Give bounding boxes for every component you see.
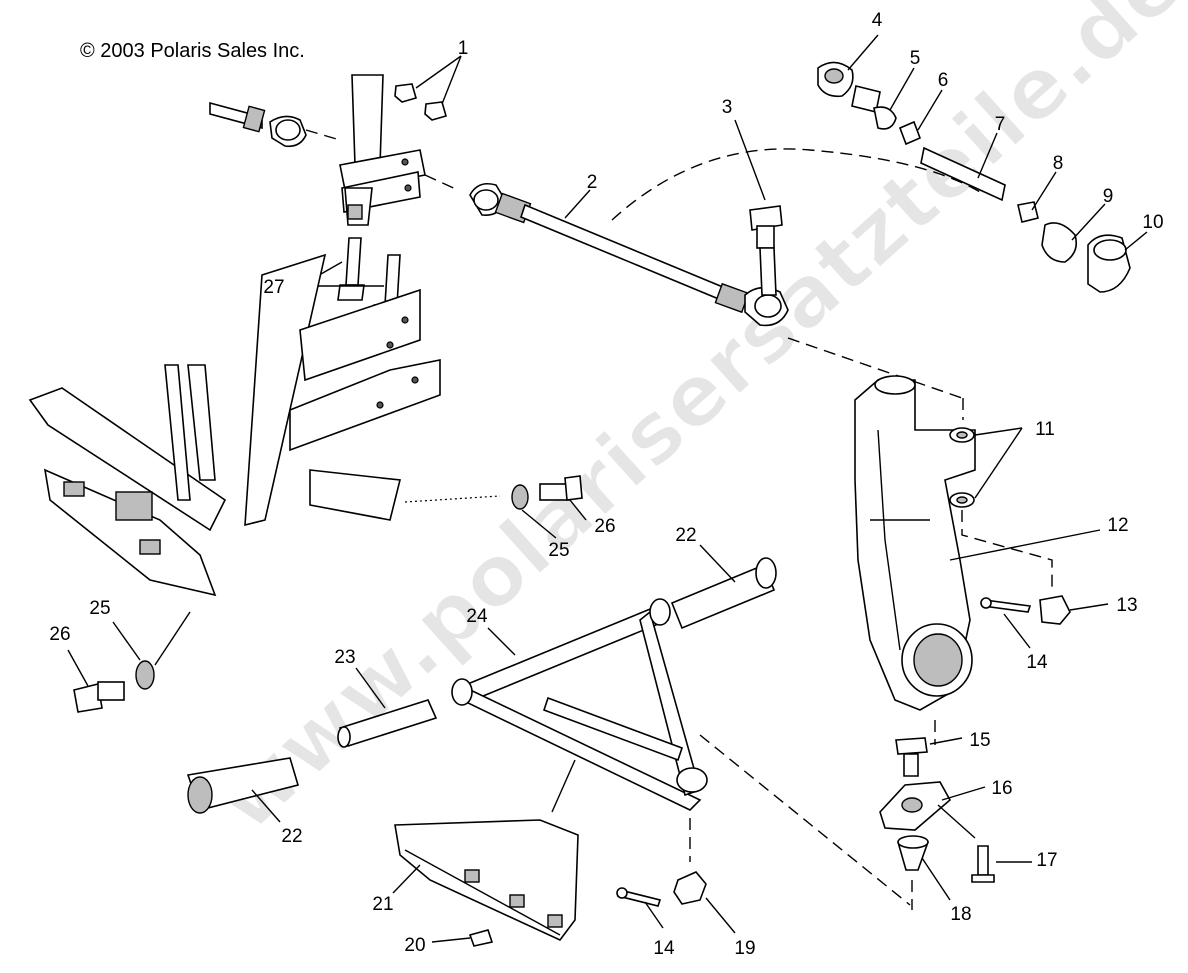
assembly-arc-dashed <box>611 148 986 221</box>
washer-bolt-left-25-26 <box>67 611 191 713</box>
callout-1: 1 <box>458 38 469 59</box>
callout-11: 11 <box>1035 419 1055 440</box>
washer-bolt-center-25-26 <box>511 475 587 539</box>
callout-21: 21 <box>372 894 393 915</box>
callout-10: 10 <box>1142 212 1163 233</box>
tie-rod-end-parts-4-10 <box>817 34 1148 293</box>
callout-25-center: 25 <box>548 540 569 561</box>
pin-part-23 <box>337 667 438 748</box>
tie-rod-assembly-part-2 <box>469 182 789 327</box>
screw-part-20 <box>431 929 494 947</box>
callout-16: 16 <box>991 778 1012 799</box>
bolt-part-15 <box>895 720 963 777</box>
callout-19: 19 <box>734 938 755 959</box>
connector-dashed-tierod <box>787 337 963 399</box>
callout-17: 17 <box>1036 850 1057 871</box>
cotter-nut-upper-13-14 <box>980 595 1109 649</box>
a-arm-part-24 <box>451 598 911 906</box>
guard-plate-part-21 <box>392 759 579 941</box>
callout-3: 3 <box>722 97 733 118</box>
vehicle-frame-section <box>28 253 501 597</box>
callout-23: 23 <box>334 647 355 668</box>
steering-column <box>209 74 459 226</box>
callout-13: 13 <box>1116 595 1137 616</box>
nut-part-1 <box>394 55 462 121</box>
callout-26-left: 26 <box>49 624 70 645</box>
copyright-text: © 2003 Polaris Sales Inc. <box>80 40 305 62</box>
callout-14-upper: 14 <box>1026 652 1048 673</box>
bolt-part-3 <box>734 119 783 296</box>
bushing-lower-part-22 <box>186 757 300 823</box>
callout-20: 20 <box>404 935 425 956</box>
boot-part-18 <box>897 835 951 910</box>
callout-6: 6 <box>938 70 949 91</box>
spindle-knuckle-part-12 <box>854 375 1101 711</box>
callout-27: 27 <box>263 277 284 298</box>
cotter-nut-lower-14-19 <box>616 818 736 934</box>
callout-12: 12 <box>1107 515 1128 536</box>
callout-14-lower: 14 <box>653 938 675 959</box>
callout-9: 9 <box>1103 186 1114 207</box>
callout-15: 15 <box>969 730 990 751</box>
callout-25-left: 25 <box>89 598 110 619</box>
plate-part-16 <box>879 781 986 839</box>
callout-18: 18 <box>950 904 971 925</box>
callout-2: 2 <box>587 172 598 193</box>
callout-26-center: 26 <box>594 516 615 537</box>
callout-22-upper: 22 <box>675 525 696 546</box>
callout-5: 5 <box>910 48 921 69</box>
bolt-part-17 <box>971 845 1032 883</box>
callout-4: 4 <box>872 10 883 31</box>
callout-22-lower: 22 <box>281 826 302 847</box>
callout-8: 8 <box>1053 153 1064 174</box>
callout-7: 7 <box>995 114 1006 135</box>
callout-24: 24 <box>466 606 488 627</box>
washer-part-11 <box>949 427 1023 508</box>
bushing-upper-part-22 <box>670 544 777 630</box>
